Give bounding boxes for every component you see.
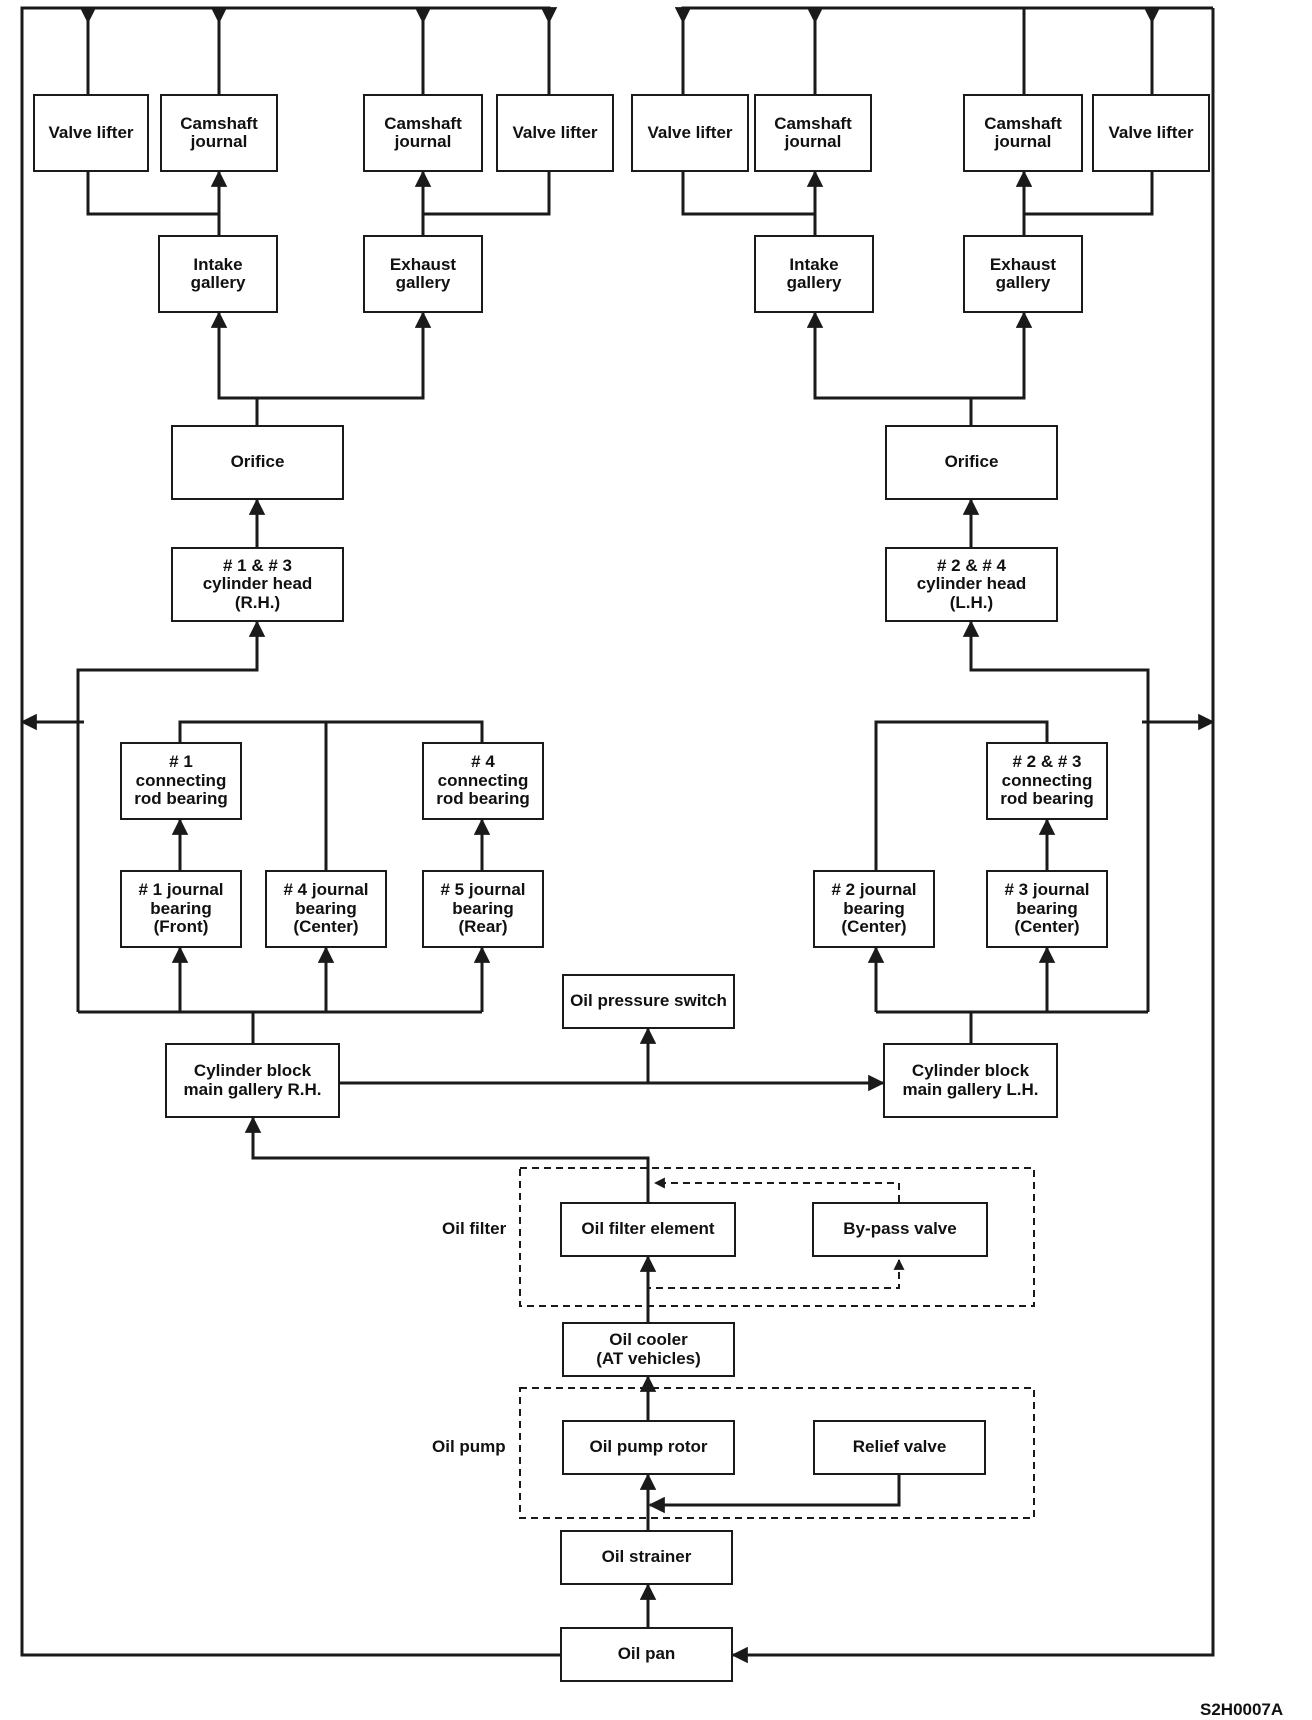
cylinder-head-rh-box: # 1 & # 3 cylinder head (R.H.) xyxy=(171,547,344,622)
valve-lifter-box-4: Valve lifter xyxy=(1092,94,1210,172)
flow-orifice-rh-to-intake xyxy=(210,311,257,400)
rod-bearing-2-3-box: # 2 & # 3 connecting rod bearing xyxy=(986,742,1108,820)
bypass-feed-dashed xyxy=(647,1258,905,1289)
flow-lh-upper-bus xyxy=(874,720,1049,870)
figure-code: S2H0007A xyxy=(1200,1700,1284,1719)
valve-lifter-box-1: Valve lifter xyxy=(33,94,149,172)
journal-bearing-5-box: # 5 journal bearing (Rear) xyxy=(422,870,544,948)
oil-pan-box: Oil pan xyxy=(560,1627,733,1682)
valve-lifter-box-3: Valve lifter xyxy=(631,94,749,172)
flow-rh-crossover xyxy=(76,620,266,710)
oil-pump-group-label: Oil pump xyxy=(432,1437,506,1456)
rod-bearing-1-box: # 1 connecting rod bearing xyxy=(120,742,242,820)
exhaust-gallery-rh-box: Exhaust gallery xyxy=(363,235,483,313)
relief-valve-box: Relief valve xyxy=(813,1420,986,1475)
cylinder-head-lh-box: # 2 & # 4 cylinder head (L.H.) xyxy=(885,547,1058,622)
oil-strainer-box: Oil strainer xyxy=(560,1530,733,1585)
flow-exhaust-lh-to-vl xyxy=(1024,172,1154,216)
journal-bearing-1-box: # 1 journal bearing (Front) xyxy=(120,870,242,948)
flow-return-right-2 xyxy=(731,8,1215,1664)
exhaust-gallery-lh-box: Exhaust gallery xyxy=(963,235,1083,313)
oil-pump-rotor-box: Oil pump rotor xyxy=(562,1420,735,1475)
flow-orifice-rh-to-exhaust xyxy=(257,311,432,400)
camshaft-journal-box-2: Camshaft journal xyxy=(363,94,483,172)
flow-intake-rh-to-vl xyxy=(86,172,219,216)
flow-orifice-lh-to-exhaust xyxy=(971,311,1033,400)
journal-bearing-2-box: # 2 journal bearing (Center) xyxy=(813,870,935,948)
camshaft-journal-box-3: Camshaft journal xyxy=(754,94,872,172)
valve-lifter-box-2: Valve lifter xyxy=(496,94,614,172)
orifice-lh-box: Orifice xyxy=(885,425,1058,500)
flow-intake-lh-to-vl xyxy=(681,172,815,216)
oil-pressure-switch-box: Oil pressure switch xyxy=(562,974,735,1029)
main-gallery-rh-box: Cylinder block main gallery R.H. xyxy=(165,1043,340,1118)
oil-pump-group-frame xyxy=(519,1387,1035,1519)
flow-return-right xyxy=(674,6,1213,24)
intake-gallery-lh-box: Intake gallery xyxy=(754,235,874,313)
oil-filter-group-label: Oil filter xyxy=(442,1219,507,1238)
flow-filter-to-main-rh xyxy=(244,1116,650,1202)
flow-rh-upper-bus xyxy=(178,720,484,742)
journal-bearing-3-box: # 3 journal bearing (Center) xyxy=(986,870,1108,948)
oil-cooler-box: Oil cooler (AT vehicles) xyxy=(562,1322,735,1377)
bypass-valve-box: By-pass valve xyxy=(812,1202,988,1257)
flow-exhaust-rh-to-vl xyxy=(423,172,551,216)
camshaft-journal-box-4: Camshaft journal xyxy=(963,94,1083,172)
rod-bearing-4-box: # 4 connecting rod bearing xyxy=(422,742,544,820)
orifice-rh-box: Orifice xyxy=(171,425,344,500)
flow-lh-crossover xyxy=(962,620,1150,710)
oil-filter-group-frame xyxy=(519,1167,1035,1307)
journal-bearing-4-box: # 4 journal bearing (Center) xyxy=(265,870,387,948)
flow-relief-to-pump xyxy=(648,1475,901,1514)
flow-orifice-lh-to-intake xyxy=(806,311,971,400)
camshaft-journal-box-1: Camshaft journal xyxy=(160,94,278,172)
main-gallery-lh-box: Cylinder block main gallery L.H. xyxy=(883,1043,1058,1118)
oil-filter-element-box: Oil filter element xyxy=(560,1202,736,1257)
bypass-return-dashed xyxy=(653,1177,900,1202)
intake-gallery-rh-box: Intake gallery xyxy=(158,235,278,313)
